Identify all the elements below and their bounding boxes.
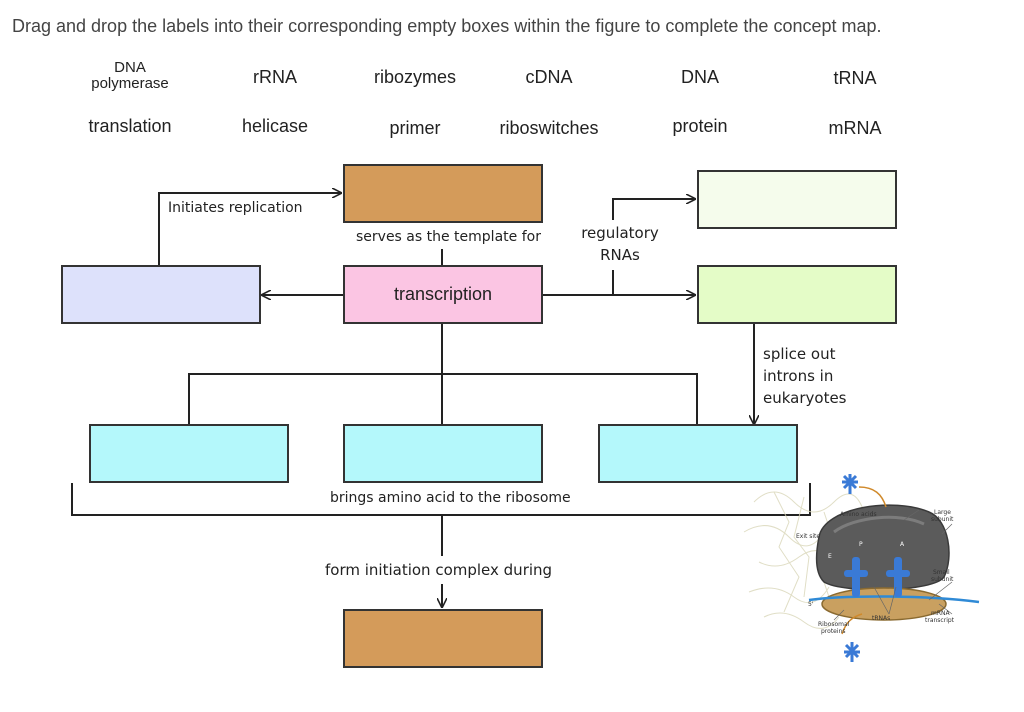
label-protein[interactable]: protein [672, 116, 728, 136]
incoming-trna-top [842, 474, 858, 494]
label-ribozymes[interactable]: ribozymes [373, 67, 457, 87]
incoming-trna-bottom [844, 642, 860, 662]
splice-line2: introns in [763, 367, 834, 385]
label-trna[interactable]: tRNA [833, 68, 877, 88]
box-transcription-text: transcription [393, 284, 493, 304]
link-label-form-initiation-complex: form initiation complex during [325, 561, 553, 579]
label-mrna[interactable]: mRNA [828, 118, 882, 138]
ribosomal-proteins-caption-2: proteins [821, 628, 845, 635]
drop-box-top-right[interactable] [697, 170, 897, 229]
drop-box-final[interactable] [343, 609, 543, 668]
amino-acids-caption: Amino acids [840, 511, 877, 518]
splice-line1: splice out [763, 345, 836, 363]
splice-line3: eukaryotes [763, 389, 847, 407]
label-rrna[interactable]: rRNA [253, 67, 297, 87]
small-subunit-caption-2: subunit [931, 576, 954, 583]
drop-box-right[interactable] [697, 265, 897, 324]
drop-box-bottom-left[interactable] [89, 424, 289, 483]
regulatory-line2: RNAs [600, 246, 640, 264]
small-subunit-caption-1: Small [933, 569, 950, 576]
mrna-transcript-caption-2: transcript [925, 617, 955, 624]
link-label-regulatory-rnas: regulatory RNAs [581, 222, 659, 266]
exit-site-caption: Exit site [796, 533, 820, 540]
large-subunit-caption-1: Large [934, 509, 951, 516]
link-label-brings-amino-acid: brings amino acid to the ribosome [330, 490, 571, 506]
label-helicase[interactable]: helicase [241, 116, 309, 136]
link-label-initiates-replication: Initiates replication [168, 200, 303, 216]
label-cdna[interactable]: cDNA [525, 67, 573, 87]
mrna-strand-shape [808, 595, 980, 604]
drop-box-bottom-right[interactable] [598, 424, 798, 483]
box-transcription: transcription [343, 265, 543, 324]
drop-box-top-center[interactable] [343, 164, 543, 223]
site-a-label: A [900, 541, 905, 548]
large-subunit-shape [815, 504, 950, 591]
link-label-splice-out: splice out introns in eukaryotes [763, 343, 847, 409]
trnas-caption: tRNAs [872, 615, 890, 622]
drop-box-bottom-center[interactable] [343, 424, 543, 483]
label-dna[interactable]: DNA [680, 67, 720, 87]
five-prime-caption: 5' [808, 601, 814, 608]
regulatory-line1: regulatory [581, 224, 659, 242]
ribosome-illustration: E P A Amino acids Large subunit Exit sit… [743, 474, 980, 662]
instructions-text: Drag and drop the labels into their corr… [12, 16, 882, 36]
ribosomal-proteins-caption-1: Ribosomal [818, 621, 850, 628]
mrna-transcript-caption-1: mRNA [931, 610, 951, 617]
label-riboswitches[interactable]: riboswitches [499, 118, 599, 138]
large-subunit-caption-2: subunit [931, 516, 954, 523]
label-translation[interactable]: translation [88, 116, 172, 136]
label-dna-polymerase-line1: DNA [114, 59, 146, 76]
label-dna-polymerase-line2: polymerase [91, 75, 169, 92]
drop-box-left[interactable] [61, 265, 261, 324]
label-primer[interactable]: primer [389, 118, 441, 138]
label-dna-polymerase[interactable]: DNA polymerase [87, 58, 173, 94]
site-p-label: P [859, 541, 863, 548]
site-e-label: E [828, 553, 832, 560]
link-label-template: serves as the template for [356, 229, 541, 245]
